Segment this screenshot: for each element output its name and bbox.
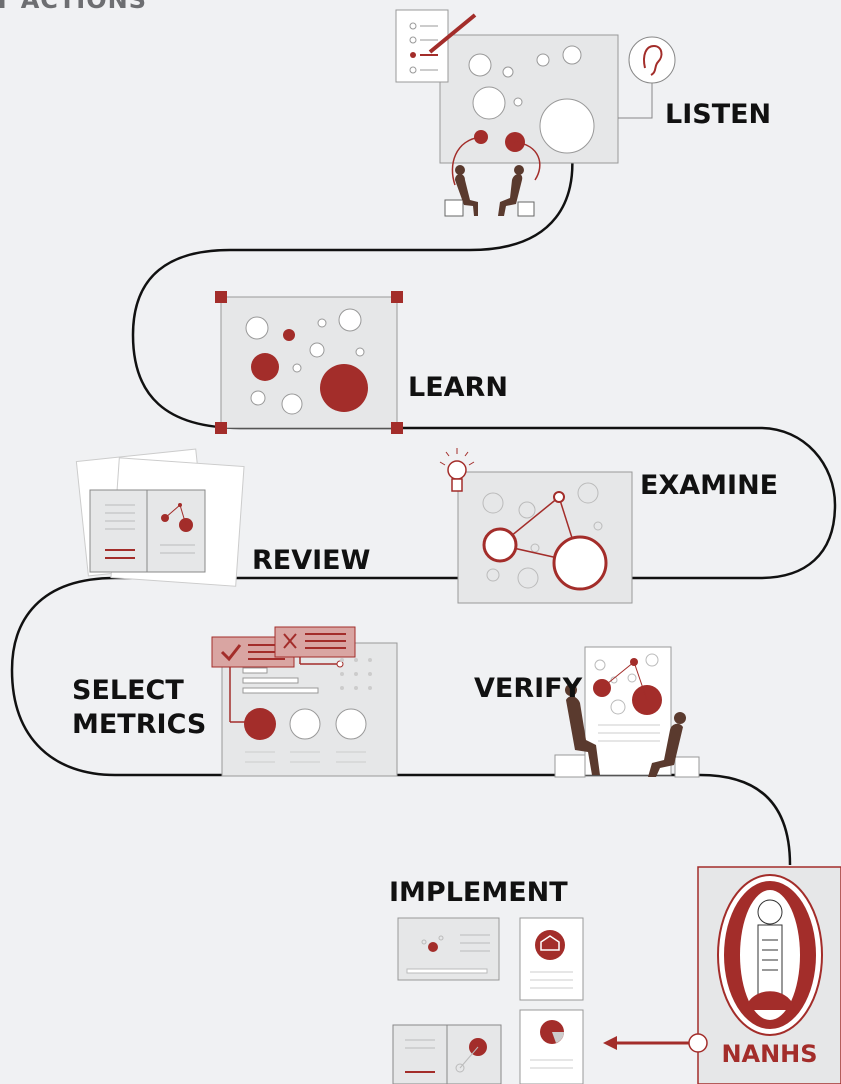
learn-illustration (215, 291, 403, 434)
step-label-select: SELECT (72, 675, 184, 706)
step-label-learn: LEARN (408, 372, 508, 403)
ear-icon (628, 36, 676, 84)
step-label-review: REVIEW (252, 545, 371, 576)
step-label-metrics: METRICS (72, 709, 207, 740)
nanhs-logo (688, 866, 841, 1084)
step-label-implement: IMPLEMENT (389, 877, 568, 908)
step-label-examine: EXAMINE (640, 470, 779, 501)
section-header: T ACTIONS (0, 0, 147, 14)
review-illustration (75, 448, 245, 587)
step-label-listen: LISTEN (665, 99, 772, 130)
select-metrics-illustration (211, 626, 398, 777)
arrow-icon (603, 1036, 692, 1050)
seated-figures (444, 165, 535, 217)
brand-name: NANHS (721, 1040, 818, 1068)
step-label-verify: VERIFY (474, 673, 583, 704)
examine-illustration (439, 448, 633, 604)
lightbulb-icon (439, 448, 475, 492)
process-path (10, 154, 837, 866)
listen-illustration (395, 9, 676, 217)
checklist-icon (395, 9, 477, 83)
verify-illustration (554, 646, 700, 778)
cross-card (274, 626, 356, 658)
implement-illustration (392, 917, 584, 1084)
